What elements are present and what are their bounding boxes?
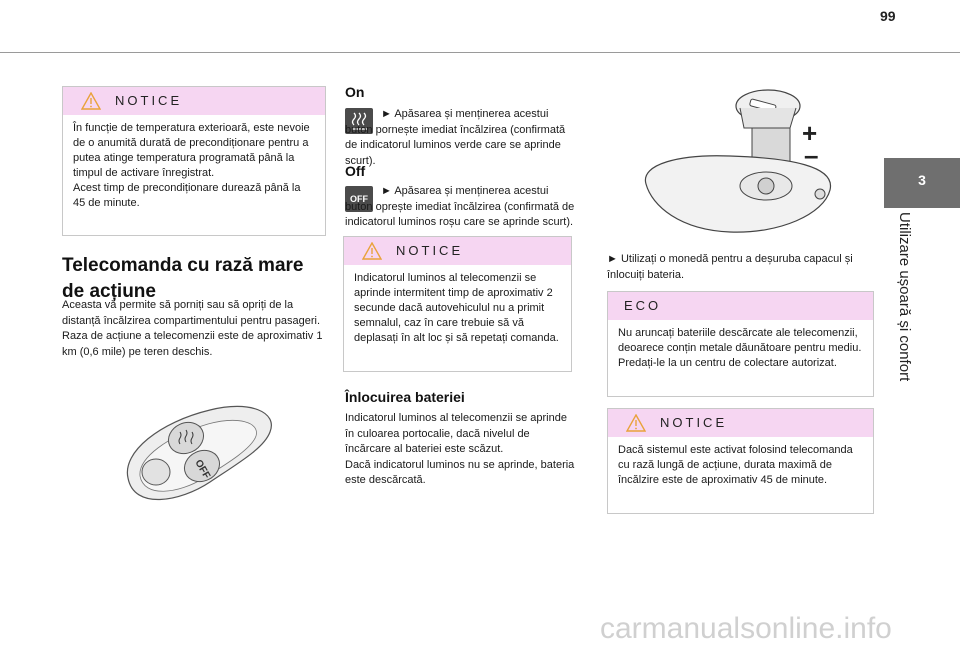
notice-text: Dacă sistemul este activat folosind tele… bbox=[618, 444, 853, 486]
on-heading: On bbox=[345, 84, 365, 100]
battery-heading: Înlocuirea bateriei bbox=[345, 389, 465, 405]
notice-header: NOTICE bbox=[63, 87, 325, 115]
eco-header: ECO bbox=[608, 292, 873, 320]
off-text: ► Apăsarea și menținerea acestui buton o… bbox=[345, 185, 575, 228]
watermark[interactable]: carmanualsonline.info bbox=[600, 612, 892, 645]
eco-text: Nu aruncați bateriile descărcate ale tel… bbox=[618, 327, 862, 369]
chapter-number: 3 bbox=[918, 172, 926, 188]
remote-control-image: OFF bbox=[126, 405, 272, 501]
notice-text: În funcție de temperatura exterioară, es… bbox=[73, 122, 310, 179]
page-number: 99 bbox=[880, 8, 896, 24]
on-text: ► Apăsarea și menținerea acestui buton p… bbox=[345, 108, 566, 167]
minus-label: – bbox=[804, 140, 818, 170]
notice-text: Indicatorul luminos al telecomenzii se a… bbox=[354, 272, 559, 344]
notice-header: NOTICE bbox=[344, 237, 571, 265]
paragraph: Dacă indicatorul luminos nu se aprinde, … bbox=[345, 458, 575, 487]
warning-icon bbox=[81, 92, 101, 110]
notice-title: NOTICE bbox=[115, 93, 183, 108]
notice-title: NOTICE bbox=[396, 243, 464, 258]
notice-header: NOTICE bbox=[608, 409, 873, 437]
heater-icon bbox=[345, 108, 373, 134]
battery-description: Indicatorul luminos al telecomenzii se a… bbox=[345, 411, 575, 489]
warning-icon bbox=[626, 414, 646, 432]
remote-title-line: de acțiune bbox=[62, 281, 156, 302]
notice-box-middle: NOTICE Indicatorul luminos al telecomenz… bbox=[343, 236, 572, 372]
notice-box-right: NOTICE Dacă sistemul este activat folosi… bbox=[607, 408, 874, 514]
eco-title: ECO bbox=[624, 298, 662, 313]
battery-instruction: ► Utilizați o monedă pentru a deșuruba c… bbox=[607, 253, 853, 281]
paragraph: Raza de acțiune a telecomenzii este de a… bbox=[62, 330, 323, 358]
battery-cover-image: + – bbox=[644, 89, 832, 233]
off-icon: OFF bbox=[345, 186, 373, 212]
remote-title-line: Telecomanda cu rază mare bbox=[62, 255, 304, 276]
paragraph: Aceasta vă permite să porniți sau să opr… bbox=[62, 299, 321, 327]
paragraph: Indicatorul luminos al telecomenzii se a… bbox=[345, 412, 567, 455]
remote-description: Aceasta vă permite să porniți sau să opr… bbox=[62, 298, 328, 360]
eco-box: ECO Nu aruncați bateriile descărcate ale… bbox=[607, 291, 874, 397]
section-title: Utilizare ușoară și confort bbox=[896, 212, 913, 382]
notice-box-left: NOTICE În funcție de temperatura exterio… bbox=[62, 86, 326, 236]
notice-text: Acest timp de precondiționare durează pâ… bbox=[73, 182, 301, 209]
top-rule bbox=[0, 52, 960, 53]
notice-title: NOTICE bbox=[660, 415, 728, 430]
section-title-vertical: Utilizare ușoară și confort bbox=[884, 212, 924, 412]
chapter-tab: 3 bbox=[884, 158, 960, 208]
warning-icon bbox=[362, 242, 382, 260]
remote-title: Telecomanda cu rază mare de acțiune bbox=[62, 254, 332, 304]
off-heading: Off bbox=[345, 163, 366, 179]
plus-label: + bbox=[802, 118, 817, 148]
